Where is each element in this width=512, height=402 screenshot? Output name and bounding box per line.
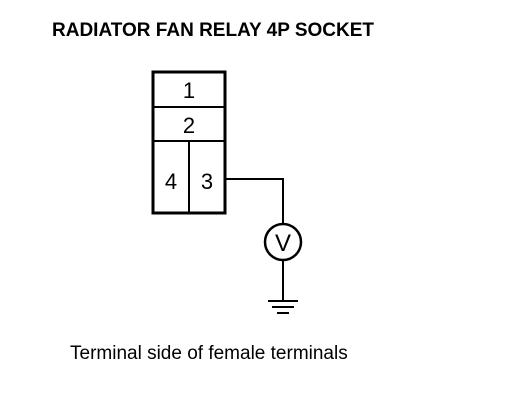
voltmeter-symbol: V [275, 230, 291, 257]
terminal-4-label: 4 [165, 169, 177, 194]
ground-icon [268, 300, 298, 314]
diagram-title: RADIATOR FAN RELAY 4P SOCKET [52, 20, 375, 41]
terminal-1-label: 1 [183, 78, 195, 103]
terminal-2-label: 2 [183, 113, 195, 138]
probe-wire [225, 178, 284, 224]
diagram-caption: Terminal side of female terminals [70, 343, 348, 364]
terminal-3-label: 3 [201, 169, 213, 194]
